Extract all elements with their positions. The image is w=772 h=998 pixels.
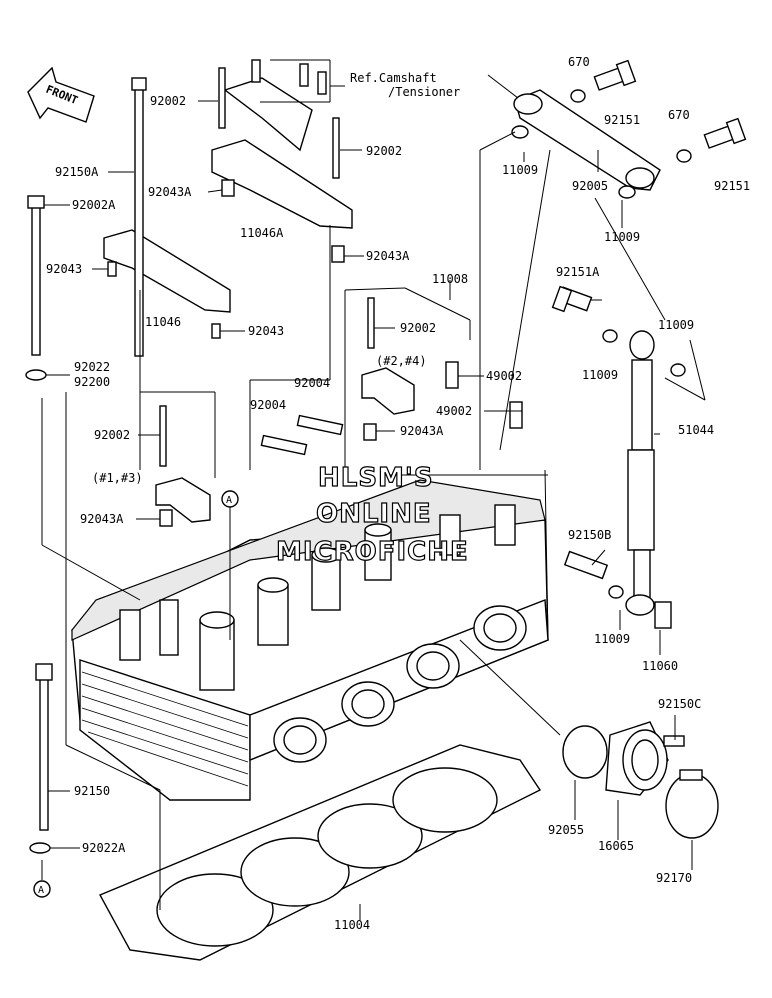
part-label: 92043 — [248, 324, 284, 338]
ref-tensioner-text: /Tensioner — [388, 85, 460, 99]
studs — [260, 414, 344, 456]
part-label: 11009 — [594, 632, 630, 646]
banjo-bolts-92151 — [551, 59, 747, 580]
part-label: 11008 — [432, 272, 468, 286]
watermark-line-1: HLSM'S — [318, 463, 434, 493]
oil-hose-51044 — [602, 329, 686, 629]
part-label: 92150 — [74, 784, 110, 798]
cylinder-note-1-3: (#1,#3) — [92, 471, 143, 485]
marker-a-bottom: A — [33, 880, 51, 898]
part-label: 92151 — [714, 179, 750, 193]
part-label: 92002A — [72, 198, 116, 212]
part-label: 92043A — [366, 249, 410, 263]
part-label: 11009 — [604, 230, 640, 244]
part-label: 92150A — [55, 165, 99, 179]
front-arrow: FRONT — [27, 66, 95, 123]
part-label: 92002 — [400, 321, 436, 335]
part-label: 11060 — [642, 659, 678, 673]
watermark: HLSM'S ONLINE MICROFICHE — [275, 462, 469, 567]
camshaft-cap-upper — [211, 77, 353, 229]
part-label: 11004 — [334, 918, 370, 932]
part-label: 11046 — [145, 315, 181, 329]
part-labels: 92002 92002 92150A 92002A 92043A 11046A … — [46, 55, 750, 932]
watermark-line-3: MICROFICHE — [276, 537, 469, 567]
part-label: 11009 — [582, 368, 618, 382]
part-label: 92022A — [82, 841, 126, 855]
cylinder-note-2-4: (#2,#4) — [376, 354, 427, 368]
watermark-line-2: ONLINE — [316, 499, 432, 529]
part-label: 92043A — [80, 512, 124, 526]
part-label: 16065 — [598, 839, 634, 853]
part-label: 92002 — [366, 144, 402, 158]
part-label: 92002 — [150, 94, 186, 108]
bolts — [27, 59, 375, 831]
part-label: 92043A — [148, 185, 192, 199]
part-label: 92022 — [74, 360, 110, 374]
part-label: 92002 — [94, 428, 130, 442]
intake-holder — [562, 721, 719, 839]
svg-text:A: A — [38, 885, 44, 896]
part-label: 92005 — [572, 179, 608, 193]
part-label: 11009 — [658, 318, 694, 332]
part-label: 49002 — [436, 404, 472, 418]
camshaft-cap-lower — [103, 229, 231, 313]
part-label: 670 — [668, 108, 690, 122]
part-label: 11046A — [240, 226, 284, 240]
part-label: 51044 — [678, 423, 714, 437]
part-label: 49002 — [486, 369, 522, 383]
ref-camshaft-text: Ref.Camshaft — [350, 71, 437, 85]
cam-cap-small-2 — [361, 367, 415, 415]
part-label: 92055 — [548, 823, 584, 837]
part-label: 92200 — [74, 375, 110, 389]
leader-lines — [41, 59, 706, 920]
oil-pipe-92005 — [511, 89, 661, 199]
part-label: 92151 — [604, 113, 640, 127]
part-label: 92004 — [294, 376, 330, 390]
part-label: 92043 — [46, 262, 82, 276]
part-label: 92150B — [568, 528, 611, 542]
part-label: 92043A — [400, 424, 444, 438]
fittings-49002 — [445, 361, 523, 429]
svg-text:A: A — [226, 495, 232, 506]
part-label: 92150C — [658, 697, 701, 711]
part-label: 92170 — [656, 871, 692, 885]
head-gasket — [99, 744, 542, 961]
part-label: 11009 — [502, 163, 538, 177]
cam-cap-small-1 — [155, 477, 211, 523]
marker-a-top: A — [221, 490, 239, 508]
cylinder-head — [71, 479, 549, 801]
part-label: 92151A — [556, 265, 600, 279]
dowels — [25, 179, 377, 854]
part-label: 92004 — [250, 398, 286, 412]
part-label: 670 — [568, 55, 590, 69]
